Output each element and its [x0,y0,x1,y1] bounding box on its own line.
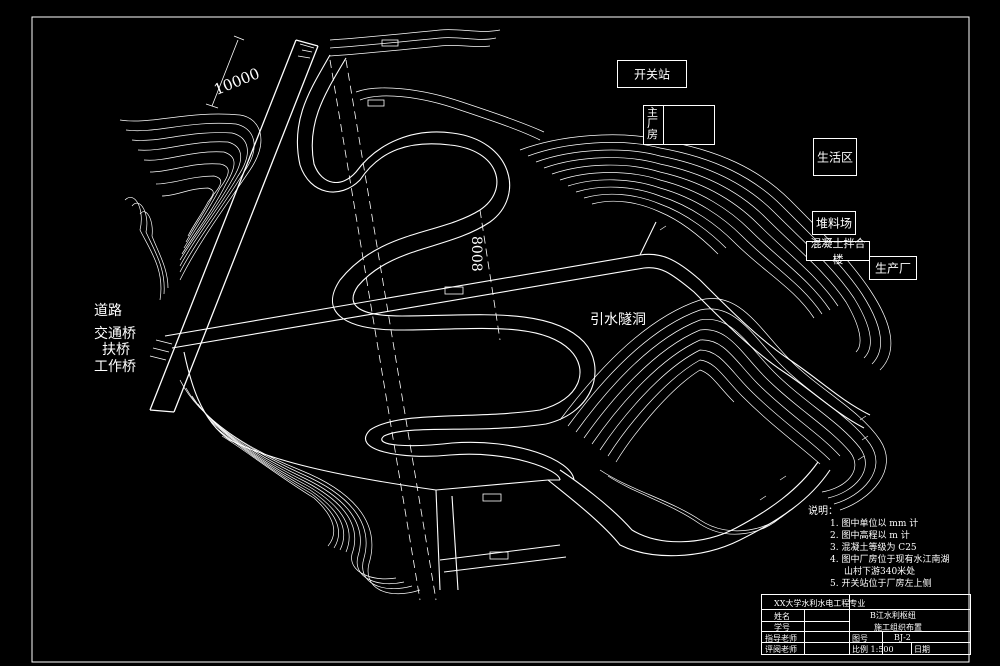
powerhouse-label-2: 厂 [647,117,658,130]
stockpile-box: 堆料场 [812,211,856,235]
note-item: 1. 图中单位以 mm 计 [830,519,919,529]
lower-left-hill-contours [179,379,421,594]
road-markers [367,39,509,560]
student-id-label: 学号 [774,623,790,632]
drawing-number-label: 图号 [852,634,868,643]
advisor-label: 指导老师 [765,634,797,643]
living-area-label: 生活区 [816,150,853,165]
factory-box: 生产厂 [869,256,917,280]
title-block: XX大学水利水电工程专业 B江水利枢纽 施工组织布置 姓名 学号 指导老师 评阅… [761,594,971,655]
drawing-title: 施工组织布置 [874,623,922,632]
dimension-line-10000 [205,35,245,109]
drawing-number: BJ-2 [894,633,911,642]
work-bridge-label: 工作桥 [94,359,136,375]
powerhouse-label-3: 房 [647,128,658,141]
factory-label: 生产厂 [874,261,911,276]
powerhouse-label-1: 主 [647,106,658,119]
notes-block: 说明： 1. 图中单位以 mm 计 2. 图中高程以 m 计 3. 混凝土等级为… [796,506,949,590]
concrete-mixing-box: 混凝土拌合楼 [806,237,870,266]
trestle-label: 扶桥 [102,342,130,358]
school-name: XX大学水利水电工程专业 [774,599,866,608]
dam-hatch [149,43,315,361]
project-name: B江水利枢纽 [870,611,916,620]
switchyard-box: 开关站 [617,60,687,88]
note-item: 5. 开关站位于厂房左上侧 [830,579,932,589]
traffic-bridge-label: 交通桥 [94,326,136,342]
living-area-box: 生活区 [813,138,857,176]
lower-right-mountain-contours [559,298,887,535]
road-label: 道路 [94,303,122,319]
stockpile-label: 堆料场 [815,216,852,231]
name-label: 姓名 [774,612,790,621]
note-item: 2. 图中高程以 m 计 [830,531,910,541]
diversion-tunnel-label: 引水隧洞 [590,312,646,328]
scale-value: 比例 1:500 [852,645,894,654]
note-item: 山村下游340米处 [844,567,916,577]
dam-axis [149,39,319,413]
drawing-frame [31,16,970,663]
slope-hatches [659,225,869,501]
left-hill-contours [119,113,262,301]
note-item: 3. 混凝土等级为 C25 [830,543,917,553]
main-road [164,221,871,429]
note-item: 4. 图中厂房位于现有水江南湖 [830,555,950,565]
date-label: 日期 [914,645,930,654]
powerhouse-tag [643,105,664,145]
serpentine-road [296,54,596,481]
switchyard-label: 开关站 [633,67,670,82]
lower-road [183,351,831,591]
notes-title: 说明： [808,506,838,517]
right-mountain-contours [519,134,892,371]
concrete-mixing-label: 混凝土拌合楼 [810,237,866,266]
dimension-8008: 8008 [468,236,484,272]
axis-centerlines [329,59,501,601]
top-contours [329,29,545,141]
reviewer-label: 评阅老师 [765,645,797,654]
